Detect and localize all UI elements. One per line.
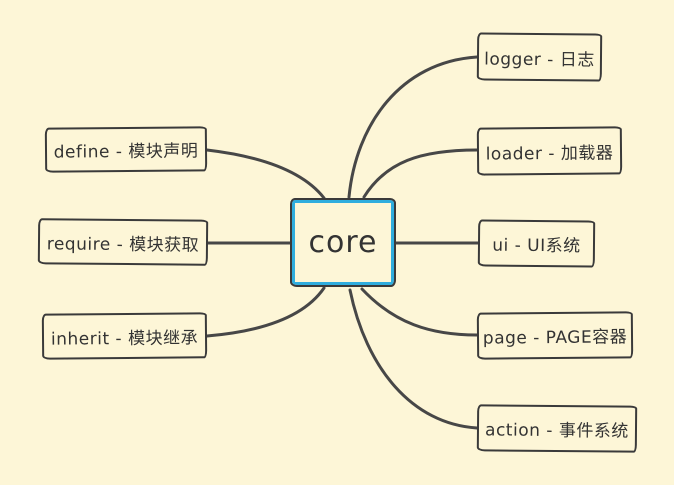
- node-require-label: require - 模块获取: [46, 233, 200, 256]
- node-core[interactable]: core: [290, 198, 396, 287]
- connector-define-core: [205, 148, 326, 200]
- node-define-label: define - 模块声明: [53, 141, 199, 163]
- node-logger-label: logger - 日志: [484, 49, 595, 70]
- connector-core-action: [348, 288, 479, 430]
- node-logger[interactable]: logger - 日志: [476, 32, 603, 82]
- node-inherit[interactable]: inherit - 模块继承: [41, 312, 208, 360]
- connector-inherit-core: [205, 286, 326, 338]
- node-inherit-label: inherit - 模块继承: [50, 327, 199, 350]
- node-page[interactable]: page - PAGE容器: [476, 311, 634, 360]
- node-action-label: action - 事件系统: [485, 420, 629, 442]
- node-loader[interactable]: loader - 加载器: [476, 126, 623, 176]
- node-page-label: page - PAGE容器: [482, 327, 628, 349]
- node-loader-label: loader - 加载器: [485, 142, 614, 165]
- connector-core-logger: [347, 55, 479, 199]
- node-ui[interactable]: ui - UI系统: [477, 219, 596, 268]
- connector-core-page: [360, 287, 479, 337]
- node-ui-label: ui - UI系统: [492, 235, 581, 257]
- node-core-label: core: [308, 225, 378, 260]
- connector-core-loader: [362, 148, 479, 199]
- node-define[interactable]: define - 模块声明: [44, 126, 208, 173]
- node-require[interactable]: require - 模块获取: [37, 218, 209, 266]
- node-action[interactable]: action - 事件系统: [476, 404, 638, 453]
